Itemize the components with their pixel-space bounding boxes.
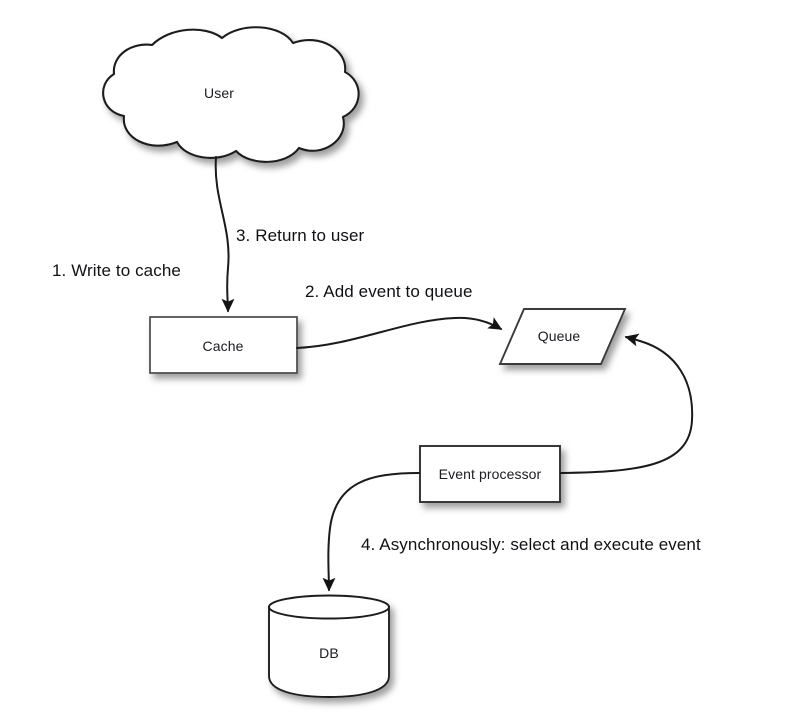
edge-cache-queue[interactable] [296, 316, 503, 349]
event-processor-shape [419, 445, 561, 503]
edge-user-cache[interactable] [214, 156, 235, 313]
edge-processor-queue-path [560, 333, 694, 474]
node-cache[interactable] [149, 316, 298, 374]
edge-processor-db-path [322, 472, 420, 592]
cache-shape [149, 316, 298, 374]
queue-shape [498, 308, 627, 365]
cloud-shape [102, 26, 360, 163]
edge-processor-queue[interactable] [560, 333, 694, 474]
edge-user-cache-path [214, 156, 235, 313]
node-db[interactable] [268, 594, 390, 698]
node-queue[interactable] [498, 308, 627, 365]
edge-processor-db[interactable] [322, 472, 420, 592]
db-top-ellipse [268, 594, 390, 620]
node-user[interactable] [102, 26, 360, 163]
node-event-processor[interactable] [419, 445, 561, 503]
db-body-shape [268, 606, 390, 698]
edge-cache-queue-path [296, 316, 503, 349]
